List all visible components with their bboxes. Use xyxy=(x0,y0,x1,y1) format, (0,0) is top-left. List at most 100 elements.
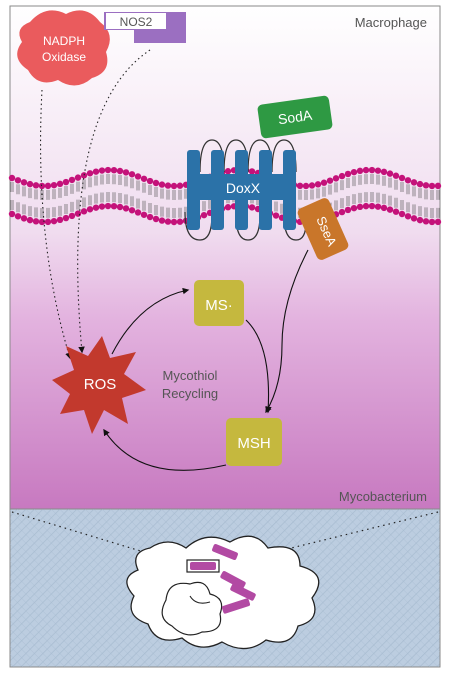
macrophage-label: Macrophage xyxy=(355,15,427,30)
lipid-head xyxy=(62,178,70,186)
lipid-head xyxy=(80,172,88,179)
nos2-label: NOS2 xyxy=(120,15,153,29)
lipid-head xyxy=(200,211,208,219)
nos2-enzyme: NOS2 xyxy=(104,12,186,43)
macrophage-background xyxy=(9,5,441,510)
msh-node: MSH xyxy=(226,418,282,466)
lipid-head xyxy=(146,177,154,185)
lipid-head xyxy=(356,167,364,175)
bacterium-rod xyxy=(230,583,256,601)
lipid-head xyxy=(62,214,70,222)
lipid-head xyxy=(116,167,124,175)
lipid-head xyxy=(50,217,58,225)
lipid-head xyxy=(410,215,418,222)
lipid-head xyxy=(146,213,154,221)
lipid-head xyxy=(344,170,352,178)
lipid-head xyxy=(356,203,364,211)
lipid-head xyxy=(128,171,136,178)
ms-to-msh-arrow xyxy=(245,319,272,414)
lipid-head xyxy=(428,218,436,226)
lipid-head xyxy=(308,182,316,189)
lipid-head xyxy=(44,182,52,190)
lipid-head xyxy=(164,182,172,189)
lipid-head xyxy=(134,173,142,180)
lipid-head xyxy=(380,204,388,212)
lipid-head xyxy=(170,182,178,190)
lipid-head xyxy=(416,216,424,224)
lipid-head xyxy=(314,181,322,188)
lipid-head xyxy=(92,204,100,211)
lipid-head xyxy=(350,168,358,176)
msh-to-ros-arrow xyxy=(103,428,227,471)
soda-protein: SodA xyxy=(257,95,333,139)
lipid-head xyxy=(248,168,256,175)
lipid-head xyxy=(26,180,34,188)
nadph-label-line1: NADPH xyxy=(43,34,85,48)
mycothiol-recycling-line2: Recycling xyxy=(162,386,218,401)
lipid-head xyxy=(392,172,400,179)
soda-label: SodA xyxy=(277,107,314,128)
lipid-head xyxy=(176,218,184,225)
lipid-head xyxy=(350,204,358,212)
lipid-head xyxy=(386,206,394,213)
ssea-to-msh-arrow xyxy=(265,249,309,414)
ssea-protein: SseA xyxy=(297,198,349,260)
lipid-head xyxy=(296,182,304,190)
lipid-head xyxy=(398,174,406,182)
lipid-head xyxy=(104,202,112,210)
lipid-head xyxy=(368,202,376,210)
lipid-head xyxy=(176,182,184,189)
ros-node: ROS xyxy=(52,336,146,434)
lipid-head xyxy=(404,177,412,184)
bacterium-rod xyxy=(190,562,216,570)
lipid-head xyxy=(20,215,28,222)
lipid-head xyxy=(362,202,370,210)
lipid-bilayer-membrane xyxy=(8,166,442,226)
lipid-head xyxy=(8,174,16,182)
lipid-head xyxy=(128,207,136,214)
lipid-head xyxy=(98,203,106,210)
lipid-head xyxy=(56,216,64,224)
lipid-head xyxy=(380,168,388,176)
lipid-head xyxy=(20,179,28,186)
lipid-head xyxy=(122,169,130,176)
lipid-head xyxy=(224,204,232,211)
nos2-to-ros-arrow xyxy=(77,49,151,354)
lipid-head xyxy=(86,206,94,213)
lipid-head xyxy=(44,218,52,226)
lipid-head xyxy=(32,182,40,189)
zoom-region-box xyxy=(186,559,220,573)
lipid-head xyxy=(428,182,436,190)
ms-radical-label: MS· xyxy=(205,297,233,314)
lipid-head xyxy=(134,209,142,216)
mycothiol-recycling-line1: Mycothiol xyxy=(163,368,218,383)
lipid-head xyxy=(164,218,172,225)
lipid-head xyxy=(68,176,76,184)
lipid-head xyxy=(104,166,112,174)
ms-radical-node: MS· xyxy=(194,280,244,326)
lipid-head xyxy=(86,170,94,177)
lipid-head xyxy=(56,180,64,188)
lipid-head xyxy=(50,181,58,189)
lipid-head xyxy=(14,177,22,184)
lipid-head xyxy=(74,174,82,181)
lipid-head xyxy=(362,166,370,174)
lipid-head xyxy=(98,167,106,174)
lipid-head xyxy=(272,212,280,219)
lipid-head xyxy=(248,204,256,211)
lipid-head xyxy=(38,218,46,226)
lipid-head xyxy=(344,206,352,214)
lipid-head xyxy=(224,168,232,175)
msh-label: MSH xyxy=(237,435,270,452)
lipid-head xyxy=(140,211,148,218)
lipid-head xyxy=(422,182,430,189)
lipid-head xyxy=(422,218,430,225)
lipid-head xyxy=(140,175,148,182)
lipid-head xyxy=(374,167,382,174)
bacterium-rod xyxy=(212,544,238,560)
ros-label: ROS xyxy=(84,376,117,393)
lipid-head xyxy=(416,180,424,188)
lipid-head xyxy=(74,210,82,217)
lipid-head xyxy=(68,212,76,220)
